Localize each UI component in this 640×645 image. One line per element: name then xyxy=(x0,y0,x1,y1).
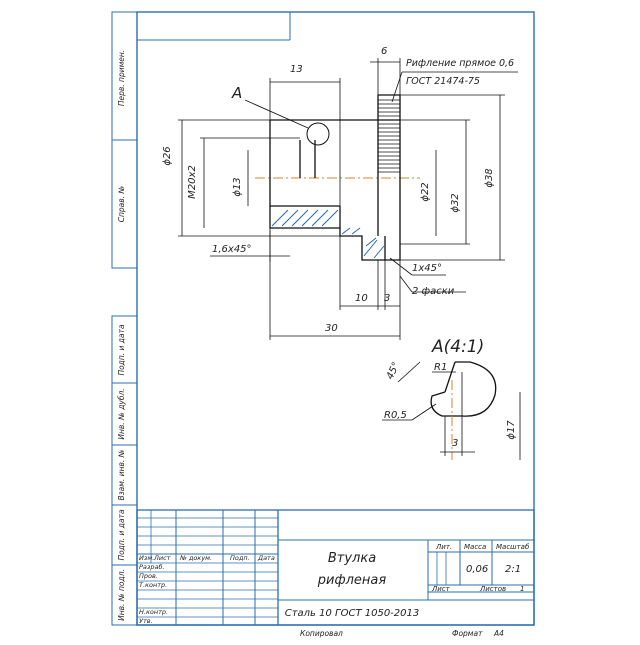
side-label-original-inv: Инв. № подл. xyxy=(117,569,126,621)
dim-3: 3 xyxy=(384,293,390,304)
dim-chamfer-1-6: 1,6x45° xyxy=(212,244,252,255)
side-label-first-use: Перв. примен. xyxy=(117,50,126,106)
section-hatching xyxy=(271,209,385,259)
tb-header-sign: Подп. xyxy=(230,554,250,562)
tb-row-ncontrol: Н.контр. xyxy=(139,608,168,616)
tb-mass-label: Масса xyxy=(464,543,486,551)
part-name-line1: Втулка xyxy=(328,551,376,566)
dim-phi13: ϕ13 xyxy=(232,177,243,196)
dim-6: 6 xyxy=(381,46,387,57)
view-a-label: А xyxy=(231,84,242,102)
dim-two-chamfers: 2 фаски xyxy=(412,286,455,297)
side-label-sign-date-2: Подп. и дата xyxy=(117,509,126,560)
tb-lit-label: Лит. xyxy=(435,543,452,551)
tb-header-sheet: Лист xyxy=(153,554,171,562)
title-block xyxy=(136,509,535,626)
detail-a-view xyxy=(430,361,497,460)
tb-scale-label: Масштаб xyxy=(496,543,530,551)
detail-r05: R0,5 xyxy=(384,410,407,421)
dim-13: 13 xyxy=(290,64,303,75)
tb-row-checked: Пров. xyxy=(139,572,158,580)
copied-label: Копировал xyxy=(300,629,343,638)
side-label-replaced-inv: Взам. инв. № xyxy=(117,449,126,500)
format-label: Формат xyxy=(452,629,483,638)
side-label-sign-date-1: Подп. и дата xyxy=(117,324,126,375)
side-label-reference: Справ. № xyxy=(117,186,126,223)
knurl-note-2: ГОСТ 21474-75 xyxy=(406,76,480,87)
tb-header-date: Дата xyxy=(257,554,275,562)
dim-phi38: ϕ38 xyxy=(484,168,495,187)
knurl-note-1: Рифление прямое 0,6 xyxy=(406,58,514,69)
tb-row-tcontrol: Т.контр. xyxy=(139,581,167,589)
tb-row-developed: Разраб. xyxy=(139,563,165,571)
tb-sheets-count: 1 xyxy=(520,585,524,593)
detail-r1: R1 xyxy=(434,362,447,373)
dim-10: 10 xyxy=(355,293,368,304)
dim-m20x2: M20x2 xyxy=(187,165,198,199)
tb-scale-value: 2:1 xyxy=(505,564,521,575)
knurl-area xyxy=(378,99,400,173)
tb-row-approved: Утв. xyxy=(139,617,153,625)
dim-30: 30 xyxy=(325,323,338,334)
material-spec: Сталь 10 ГОСТ 1050-2013 xyxy=(285,608,420,619)
dim-phi26: ϕ26 xyxy=(162,146,173,165)
tb-header-change: Изм. xyxy=(139,554,154,562)
dim-phi22: ϕ22 xyxy=(420,182,431,201)
tb-sheet-label: Лист xyxy=(431,585,451,593)
part-name-line2: рифленая xyxy=(317,573,387,588)
side-label-dup-inv: Инв. № дубл. xyxy=(117,388,126,439)
detail-dim-3: 3 xyxy=(452,438,458,449)
tb-mass-value: 0,06 xyxy=(466,564,488,575)
detail-title: A(4:1) xyxy=(431,337,484,357)
dim-chamfer-1: 1x45° xyxy=(412,263,442,274)
detail-phi17: ϕ17 xyxy=(506,420,517,440)
dim-phi32: ϕ32 xyxy=(450,193,461,212)
tb-header-doc: № докум. xyxy=(179,554,212,562)
format-value: A4 xyxy=(493,629,504,638)
detail-a-callout-circle xyxy=(306,122,330,146)
tb-sheets-label: Листов xyxy=(479,585,506,593)
